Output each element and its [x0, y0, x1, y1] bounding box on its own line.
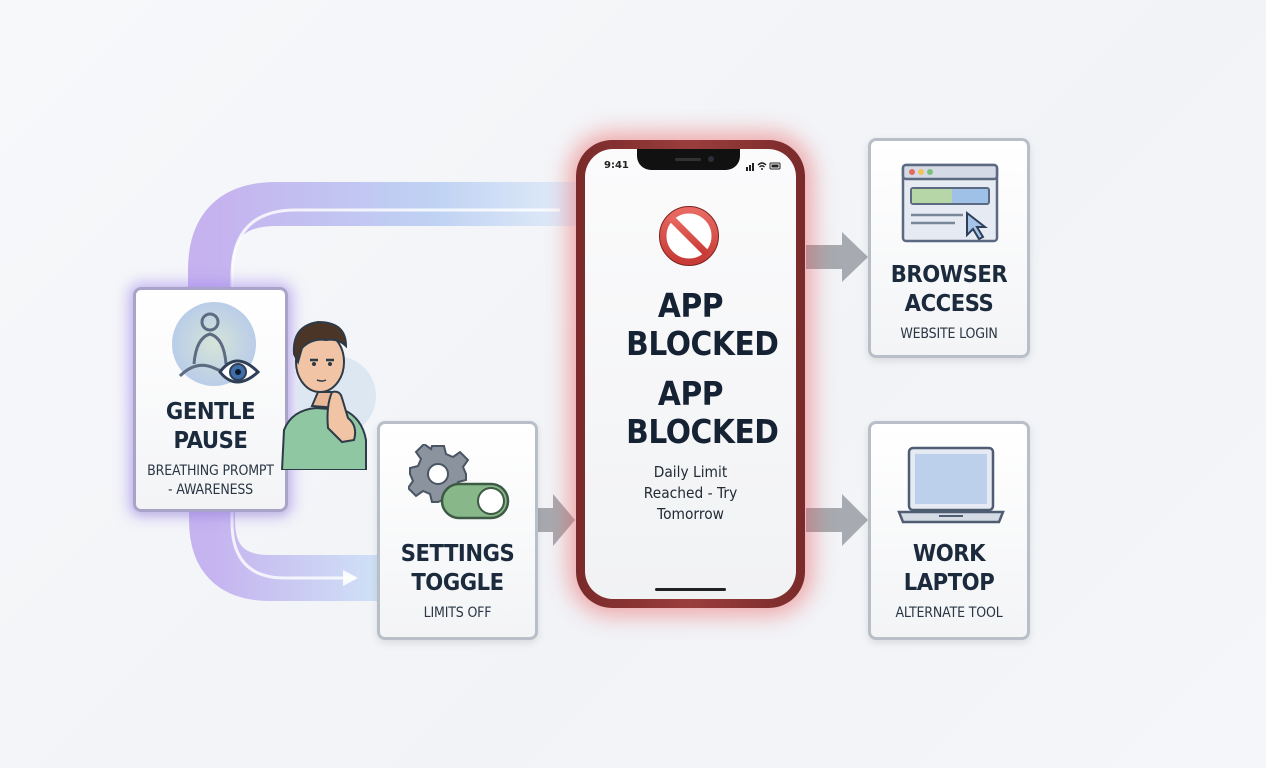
- work-laptop-title: WORK LAPTOP: [903, 541, 995, 596]
- laptop-icon: [897, 446, 1005, 524]
- work-laptop-subtitle: ALTERNATE TOOL: [895, 605, 1003, 621]
- flow-arrowhead-bottom: [343, 570, 358, 586]
- settings-toggle-card: SETTINGS TOGGLE LIMITS OFF: [377, 421, 538, 640]
- work-laptop-card: WORK LAPTOP ALTERNATE TOOL: [868, 421, 1030, 640]
- arrow-phone-to-browser: [806, 232, 868, 282]
- browser-window-icon: [901, 163, 999, 243]
- thinking-person-icon: [280, 320, 376, 470]
- home-indicator: [655, 588, 726, 591]
- wifi-icon: [757, 162, 767, 168]
- phone-notch: [637, 149, 740, 170]
- gear-toggle-icon: [408, 444, 510, 520]
- status-icons: [746, 162, 781, 171]
- gentle-pause-subtitle: BREATHING PROMPT - AWARENESS: [147, 463, 274, 498]
- flow-path-highlight-top: [230, 208, 560, 290]
- phone-screen: 9:41 APP BLOCKED APP BLOCKED Daily Limit…: [585, 149, 796, 599]
- meditation-eye-icon: [172, 302, 261, 386]
- signal-icon: [746, 163, 754, 171]
- browser-access-subtitle: WEBSITE LOGIN: [900, 326, 998, 342]
- settings-toggle-subtitle: LIMITS OFF: [423, 605, 492, 621]
- daily-limit-message: Daily Limit Reached - Try Tomorrow: [643, 463, 738, 523]
- phone-device: 9:41 APP BLOCKED APP BLOCKED Daily Limit…: [576, 140, 805, 608]
- gentle-pause-title: GENTLE PAUSE: [165, 399, 256, 454]
- flow-path-pause-to-phone: [188, 182, 580, 290]
- status-time: 9:41: [604, 160, 629, 171]
- battery-icon: [769, 162, 781, 170]
- flow-path-pause-to-settings: [189, 510, 378, 601]
- browser-access-card: BROWSER ACCESS WEBSITE LOGIN: [868, 138, 1030, 358]
- flow-path-highlight-bottom: [230, 512, 355, 580]
- prohibited-icon: [659, 206, 719, 266]
- browser-access-title: BROWSER ACCESS: [890, 262, 1008, 317]
- gentle-pause-card: GENTLE PAUSE BREATHING PROMPT - AWARENES…: [133, 287, 288, 512]
- arrow-phone-to-laptop: [806, 494, 868, 546]
- settings-toggle-title: SETTINGS TOGGLE: [400, 541, 515, 596]
- app-blocked-title-1: APP BLOCKED: [626, 286, 779, 363]
- app-blocked-title-2: APP BLOCKED: [626, 374, 779, 451]
- arrow-settings-to-phone: [537, 494, 575, 546]
